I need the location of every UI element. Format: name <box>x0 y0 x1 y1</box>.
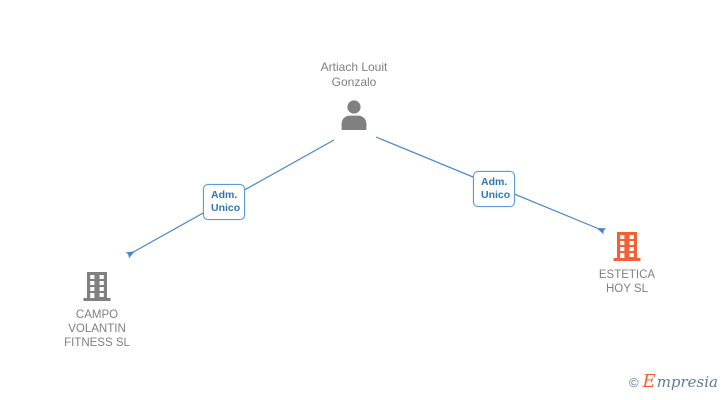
company-node-estetica-hoy[interactable]: ESTETICA HOY SL <box>562 230 692 296</box>
watermark: © E mpresia <box>629 373 718 391</box>
brand-name: mpresia <box>656 373 718 391</box>
brand-initial: E <box>642 371 656 392</box>
person-node[interactable]: Artiach Louit Gonzalo <box>294 60 414 130</box>
company-name: ESTETICA HOY SL <box>598 269 656 295</box>
relation-label-estetica-hoy[interactable]: Adm. Unico <box>473 171 515 207</box>
relation-label-campo-volantin[interactable]: Adm. Unico <box>203 184 245 220</box>
person-icon <box>341 100 367 130</box>
company-node-campo-volantin[interactable]: CAMPO VOLANTIN FITNESS SL <box>32 270 162 350</box>
building-icon <box>613 232 641 261</box>
copyright-symbol: © <box>628 375 639 390</box>
building-icon <box>83 272 111 301</box>
company-name: CAMPO VOLANTIN FITNESS SL <box>64 309 130 349</box>
person-name: Artiach Louit Gonzalo <box>320 60 388 89</box>
